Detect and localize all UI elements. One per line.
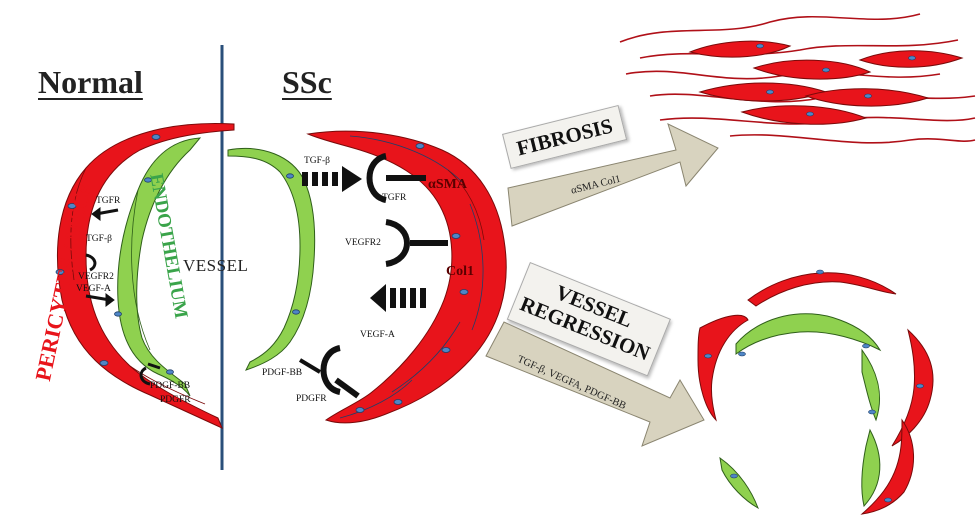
normal-vegfa-label: VEGF-A (76, 284, 111, 294)
spindle-cells (690, 41, 962, 124)
normal-heading: Normal (38, 64, 143, 101)
ssc-heading: SSc (282, 64, 332, 101)
ssc-vegfa-arrow (370, 284, 426, 312)
ssc-vegfa-label: VEGF-A (360, 330, 395, 340)
alpha-sma-label: αSMA (428, 177, 467, 193)
ssc-tgfb-label: TGF-β (304, 156, 330, 166)
ssc-tgfr-label: TGFR (382, 193, 406, 203)
normal-tgfr-label: TGFR (96, 196, 120, 206)
col1-label: Col1 (446, 264, 474, 280)
normal-tgfb-label: TGF-β (86, 234, 112, 244)
ssc-vegfr2-receptor (386, 222, 448, 264)
regressed-vessel (698, 270, 933, 514)
ssc-tgfb-arrow (302, 166, 362, 192)
vessel-label: VESSEL (183, 256, 248, 276)
ssc-vegfr2-label: VEGFR2 (345, 238, 381, 248)
normal-pdgfbb-label: PDGF-BB (150, 381, 190, 391)
normal-vegfr2-label: VEGFR2 (78, 272, 114, 282)
normal-pdgfr-label: PDGFR (160, 395, 191, 405)
ssc-pdgfbb-label: PDGF-BB (262, 368, 302, 378)
ssc-pdgfr-label: PDGFR (296, 394, 327, 404)
ssc-pdgfr-receptor (300, 348, 358, 396)
